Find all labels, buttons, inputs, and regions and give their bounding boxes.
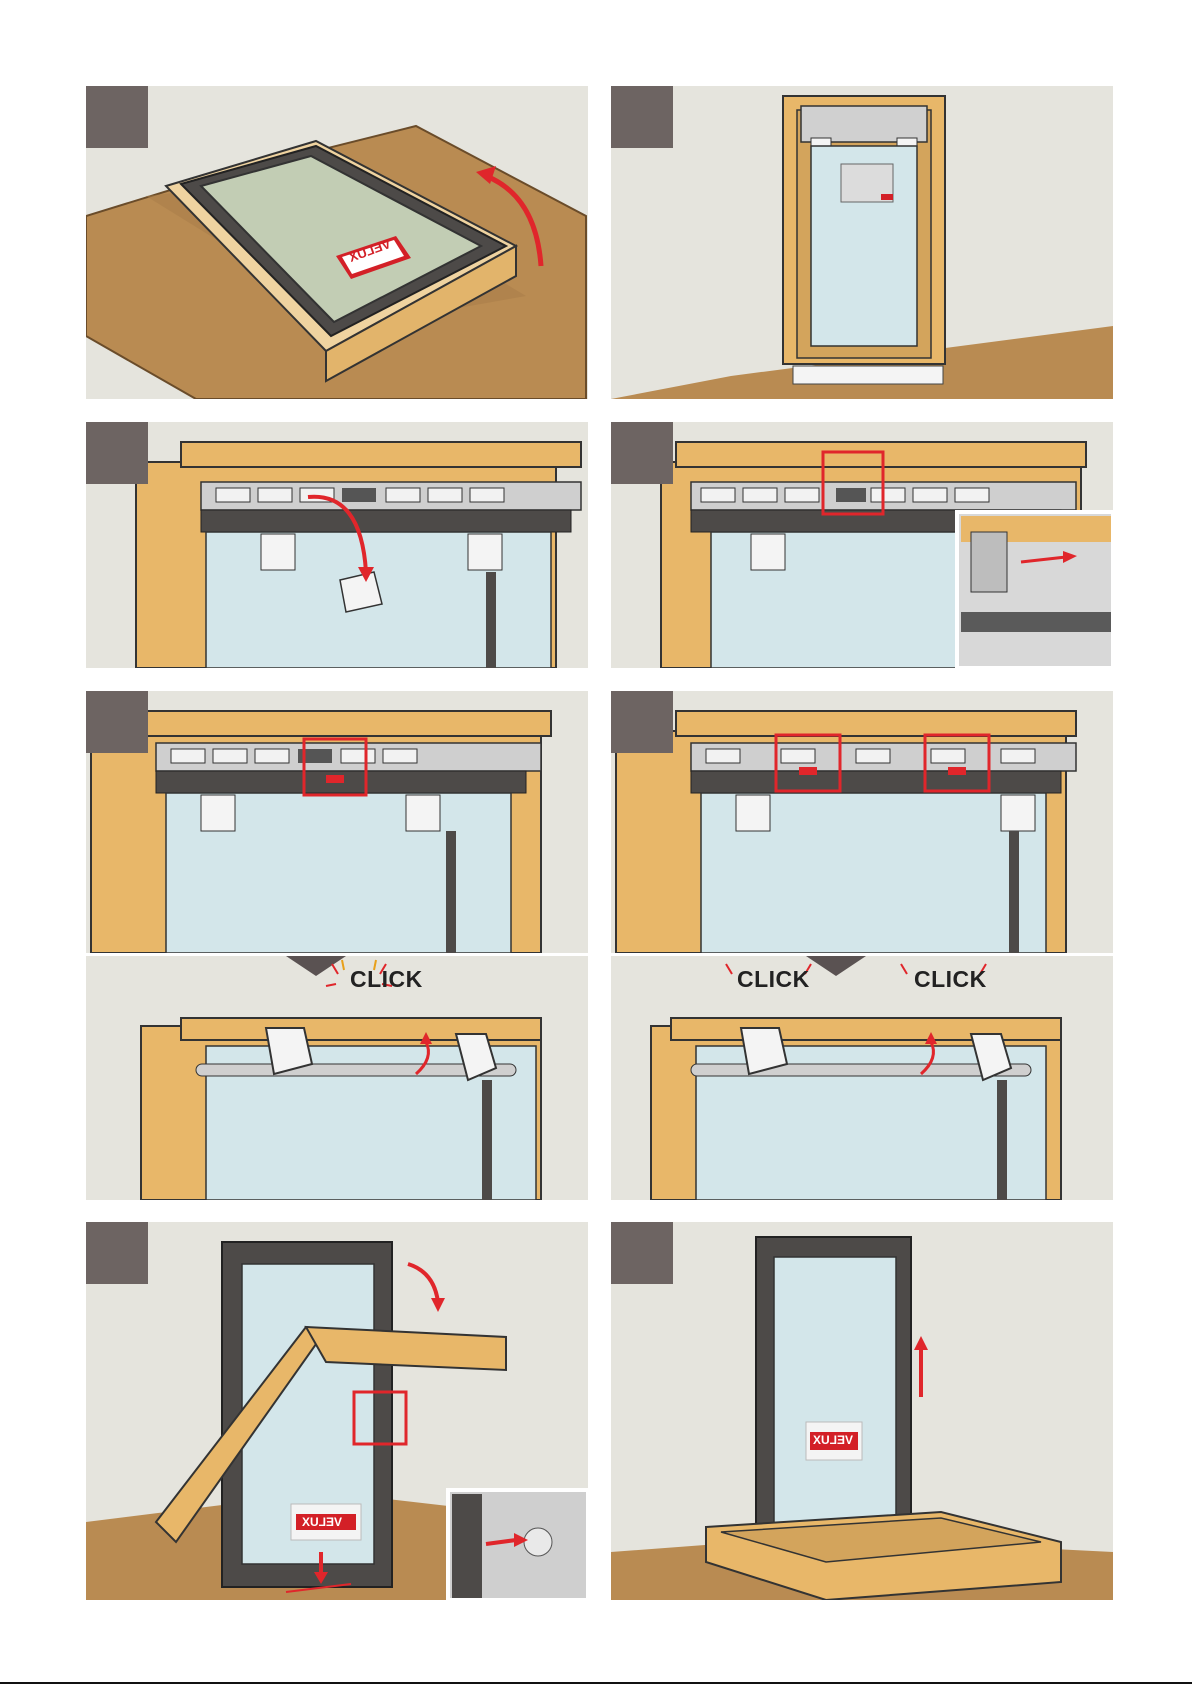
- step-3-illustration: [86, 422, 588, 668]
- step-5-illustration: [86, 691, 588, 953]
- step-number-tab: [611, 691, 673, 753]
- step-2-illustration: [611, 86, 1113, 399]
- step-4-illustration: [611, 422, 1113, 668]
- step-7-panel: VELUX: [86, 1222, 588, 1600]
- step-4-panel: [611, 422, 1113, 668]
- click-text: CLICK: [737, 966, 810, 993]
- step-number-tab: [611, 86, 673, 148]
- step-number-tab: [86, 86, 148, 148]
- step-6-illustration: [611, 691, 1113, 953]
- step-6-panel: [611, 691, 1113, 953]
- step-8-illustration: [611, 1222, 1113, 1600]
- step-number-tab: [611, 1222, 673, 1284]
- step-1-panel: VELUX: [86, 86, 588, 399]
- step-6-detail-illustration: [611, 956, 1113, 1200]
- page-bottom-rule: [0, 1682, 1192, 1684]
- step-3-panel: [86, 422, 588, 668]
- step-8-panel: VELUX: [611, 1222, 1113, 1600]
- click-text: CLICK: [914, 966, 987, 993]
- step-number-tab: [86, 1222, 148, 1284]
- step-number-tab: [86, 422, 148, 484]
- step-6-detail-panel: CLICK CLICK: [611, 956, 1113, 1200]
- step-7-illustration: [86, 1222, 588, 1600]
- step-number-tab: [86, 691, 148, 753]
- click-text: CLICK: [350, 966, 423, 993]
- step-5-detail-panel: CLICK: [86, 956, 588, 1200]
- step-number-tab: [611, 422, 673, 484]
- step-5-panel: [86, 691, 588, 953]
- velux-label: VELUX: [813, 1433, 853, 1447]
- step-5-detail-illustration: [86, 956, 588, 1200]
- step-2-panel: [611, 86, 1113, 399]
- step-1-illustration: [86, 86, 588, 399]
- velux-label: VELUX: [302, 1515, 342, 1529]
